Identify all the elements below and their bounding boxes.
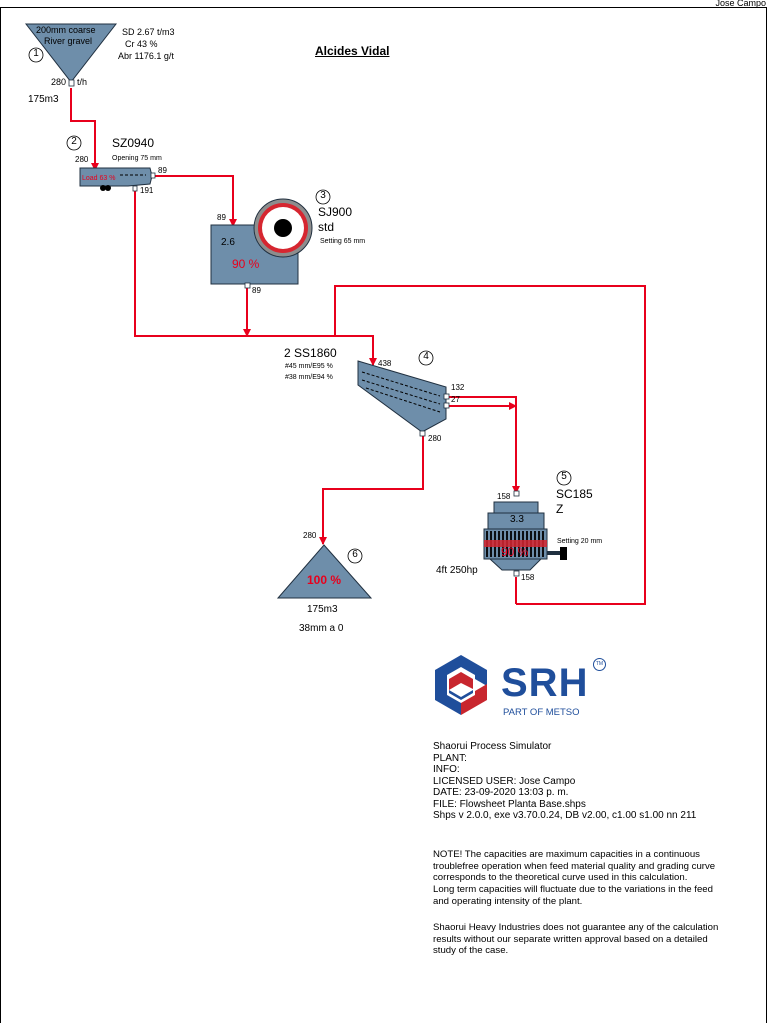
note-line: NOTE! The capacities are maximum capacit… <box>433 849 700 860</box>
screen-flow-over2: 27 <box>451 395 460 404</box>
product-size: 38mm a 0 <box>299 623 344 634</box>
vibrating-feeder[interactable] <box>79 167 156 192</box>
cone-crusher[interactable] <box>483 490 567 577</box>
node-number-6: 6 <box>352 549 358 560</box>
node-markers <box>28 47 572 564</box>
node-marker-6 <box>347 548 363 564</box>
info-line: Shaorui Process Simulator <box>433 741 552 752</box>
feed-property-abr: Abr 1176.1 g/t <box>118 51 174 61</box>
note-line: study of the case. <box>433 945 509 957</box>
note-line: results without our separate written app… <box>433 933 708 945</box>
node-marker-2 <box>66 135 82 151</box>
srh-logo-text: SRH <box>501 661 589 705</box>
screen-flow-under: 280 <box>428 434 442 443</box>
node-marker-1 <box>28 47 44 63</box>
feed-property-sd: SD 2.67 t/m3 <box>122 27 175 37</box>
flow-lines <box>70 88 646 605</box>
jaw-percent: 90 % <box>232 257 260 271</box>
note-line: Long term capacities will fluctuate due … <box>433 884 713 896</box>
feeder-flow-in: 280 <box>75 155 89 164</box>
feed-flow-unit: t/h <box>77 77 88 87</box>
info-line: FILE: Flowsheet Planta Base.shps <box>433 798 586 810</box>
flowsheet-title[interactable]: Alcides Vidal <box>315 44 390 58</box>
jaw-crusher[interactable] <box>210 198 313 289</box>
cone-percent: 90 % <box>501 545 529 559</box>
jaw-flow-in: 89 <box>217 213 226 222</box>
jaw-flow-out: 89 <box>252 286 261 295</box>
product-stockpile[interactable] <box>276 544 373 599</box>
vibrating-screen[interactable] <box>357 360 450 437</box>
feed-name-line2: River gravel <box>44 36 93 46</box>
feeder-opening: Opening 75 mm <box>112 155 162 162</box>
feed-flow-value: 280 <box>51 77 67 87</box>
info-line: LICENSED USER: Jose Campo <box>433 775 576 787</box>
flow-screen-under-to-product <box>319 432 424 545</box>
screen-deck1: #45 mm/E95 % <box>285 363 333 370</box>
disclaimer-note: Shaorui Heavy Industries does not guaran… <box>433 922 753 957</box>
flow-feeder-to-jaw <box>153 175 237 227</box>
product-flow-in: 280 <box>303 531 317 540</box>
cone-flow-in: 158 <box>497 492 511 501</box>
node-marker-3 <box>315 189 331 205</box>
note-line: and operating intensity of the plant. <box>433 895 583 907</box>
page-border <box>0 7 767 1023</box>
note-line: troublefree operation when feed material… <box>433 860 716 872</box>
info-block: Shaorui Process Simulator PLANT: INFO: L… <box>433 741 753 822</box>
product-volume: 175m3 <box>307 604 338 615</box>
info-line: PLANT: <box>433 752 467 764</box>
info-line: INFO: <box>433 764 460 775</box>
node-number-5: 5 <box>561 471 567 482</box>
note-line: Shaorui Heavy Industries does not guaran… <box>433 922 719 933</box>
cone-variant: Z <box>556 502 564 516</box>
feeder-model: SZ0940 <box>112 136 155 150</box>
product-percent: 100 % <box>307 573 342 587</box>
node-number-3: 3 <box>320 190 326 201</box>
feed-name-line1: 200mm coarse <box>36 25 96 35</box>
node-marker-5 <box>556 470 572 486</box>
feeder-flow-over: 89 <box>158 166 167 175</box>
feed-hopper[interactable] <box>24 23 118 87</box>
cone-value: 3.3 <box>510 514 524 525</box>
screen-flow-over1: 132 <box>451 383 465 392</box>
feeder-flow-under: 191 <box>140 186 154 195</box>
feed-property-cr: Cr 43 % <box>125 39 158 49</box>
cone-model: SC185 <box>556 487 593 501</box>
jaw-model: SJ900 <box>318 205 353 219</box>
screen-deck2: #38 mm/E94 % <box>285 374 333 381</box>
user-name-header: Jose Campo <box>715 0 766 8</box>
info-line: Shps v 2.0.0, exe v3.70.0.24, DB v2.00, … <box>433 810 697 821</box>
screen-flow-in: 438 <box>378 359 392 368</box>
cone-setting: Setting 20 mm <box>557 538 603 545</box>
jaw-variant: std <box>318 220 335 234</box>
feeder-load: Load 63 % <box>82 175 116 182</box>
node-number-2: 2 <box>71 136 77 147</box>
jaw-setting: Setting 65 mm <box>320 238 366 245</box>
screen-model: 2 SS1860 <box>284 346 337 360</box>
note-line: corresponds to the theoretical curve use… <box>433 872 688 884</box>
capacity-note: NOTE! The capacities are maximum capacit… <box>433 849 753 908</box>
srh-logo-subtitle: PART OF METSO <box>503 707 580 718</box>
node-number-1: 1 <box>33 48 39 59</box>
flow-feed-to-feeder <box>70 88 99 171</box>
cone-flow-out: 158 <box>521 573 535 582</box>
srh-logo: SRH TM PART OF METSO <box>431 653 611 723</box>
cone-motor: 4ft 250hp <box>436 565 478 576</box>
flow-feeder-under-to-screen <box>134 189 377 366</box>
feed-volume: 175m3 <box>28 94 59 105</box>
flowsheet-diagram <box>24 23 646 605</box>
info-line: DATE: 23-09-2020 13:03 p. m. <box>433 787 569 798</box>
srh-logo-mark <box>435 655 487 715</box>
srh-logo-tm: TM <box>593 658 606 671</box>
flow-screen-over-to-cone <box>445 396 520 494</box>
jaw-value: 2.6 <box>221 237 235 248</box>
node-number-4: 4 <box>423 351 429 362</box>
node-marker-4 <box>418 350 434 366</box>
flow-recirc-to-screen <box>334 285 646 605</box>
